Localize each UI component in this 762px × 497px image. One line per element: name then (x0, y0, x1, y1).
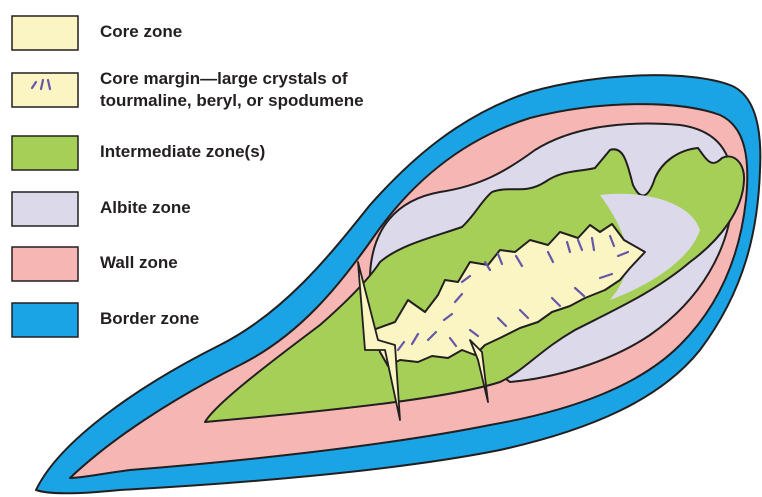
legend-swatch-wall (12, 247, 78, 281)
legend (12, 16, 78, 337)
legend-swatch-albite (12, 192, 78, 226)
legend-label-wall: Wall zone (100, 252, 178, 274)
legend-label-core-margin-line2: tourmaline, beryl, or spodumene (100, 90, 364, 112)
legend-label-albite: Albite zone (100, 197, 191, 219)
pegmatite-body (36, 75, 760, 493)
legend-label-core: Core zone (100, 21, 182, 43)
legend-swatch-intermediate (12, 136, 78, 170)
legend-swatch-core-margin (12, 73, 78, 107)
legend-label-border: Border zone (100, 308, 199, 330)
legend-swatch-border (12, 303, 78, 337)
legend-swatch-core (12, 16, 78, 50)
legend-label-core-margin: Core margin—large crystals of tourmaline… (100, 68, 364, 112)
legend-label-core-margin-line1: Core margin—large crystals of (100, 68, 364, 90)
legend-label-intermediate: Intermediate zone(s) (100, 141, 265, 163)
